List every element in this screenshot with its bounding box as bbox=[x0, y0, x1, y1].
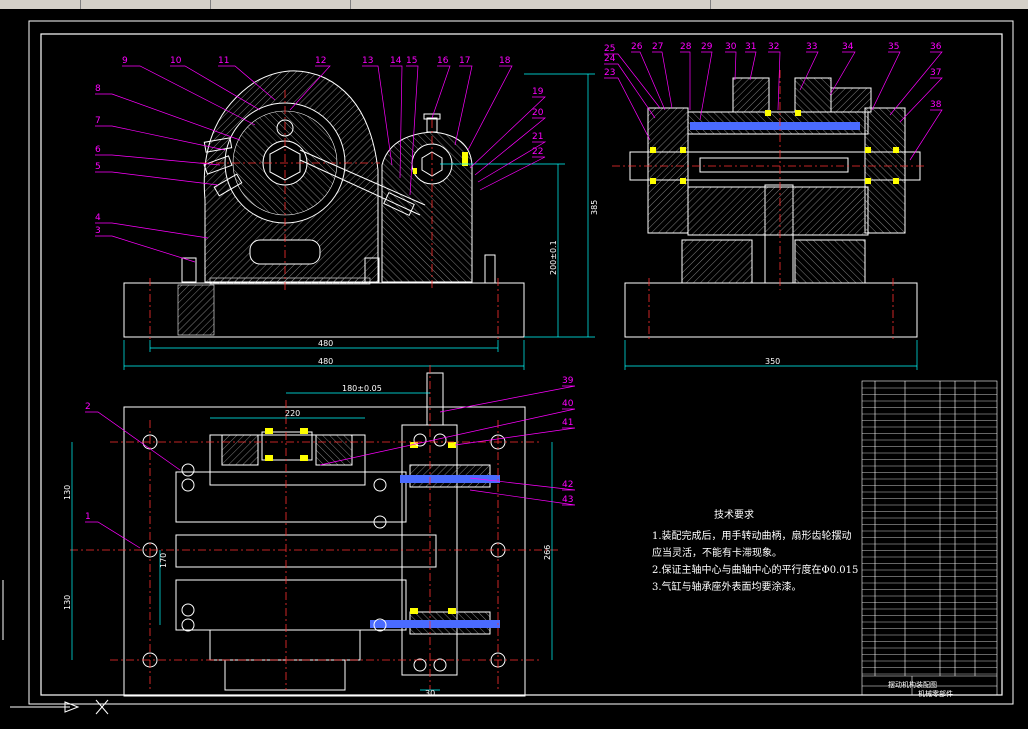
callout-33: 33 bbox=[806, 42, 817, 52]
callout-5: 5 bbox=[95, 162, 101, 172]
side-callout-labels: 23 24 25 26 27 28 29 30 31 32 33 34 35 3… bbox=[604, 42, 942, 110]
callout-3: 3 bbox=[95, 226, 101, 236]
callout-31: 31 bbox=[745, 42, 756, 52]
callout-39: 39 bbox=[562, 376, 574, 386]
callout-40: 40 bbox=[562, 399, 574, 409]
top-callout-labels: 2 1 39 40 41 42 43 bbox=[85, 376, 574, 522]
callout-28: 28 bbox=[680, 42, 692, 52]
callout-26: 26 bbox=[631, 42, 643, 52]
dim-top-30: 30 bbox=[425, 689, 435, 698]
callout-36: 36 bbox=[930, 42, 942, 52]
callout-17: 17 bbox=[459, 56, 470, 66]
dim-top-220: 220 bbox=[285, 409, 300, 418]
callout-13: 13 bbox=[362, 56, 373, 66]
technical-notes: 技术要求 1.装配完成后，用手转动曲柄，扇形齿轮摆动 应当灵活，不能有卡滞现象。… bbox=[652, 508, 858, 597]
toolbar-segment[interactable] bbox=[710, 0, 1028, 9]
side-leaders bbox=[604, 51, 943, 161]
dim-side-width: 350 bbox=[765, 357, 780, 366]
callout-43: 43 bbox=[562, 495, 573, 505]
dim-top-offset: 180±0.05 bbox=[342, 384, 382, 393]
callout-4: 4 bbox=[95, 213, 101, 223]
callout-37: 37 bbox=[930, 68, 941, 78]
front-dimensions bbox=[123, 73, 595, 370]
toolbar-segment[interactable] bbox=[350, 0, 711, 9]
callout-8: 8 bbox=[95, 84, 101, 94]
dim-front-outer: 480 bbox=[318, 357, 333, 366]
callout-2: 2 bbox=[85, 402, 91, 412]
front-leaders bbox=[95, 65, 547, 263]
note-line-2: 应当灵活，不能有卡滞现象。 bbox=[652, 548, 782, 559]
side-dimensions bbox=[624, 340, 918, 370]
toolbar-segment[interactable] bbox=[210, 0, 351, 9]
cad-top-toolbar bbox=[0, 0, 1028, 9]
top-leaders bbox=[85, 385, 576, 549]
callout-34: 34 bbox=[842, 42, 854, 52]
toolbar-segment[interactable] bbox=[80, 0, 211, 9]
callout-23: 23 bbox=[604, 68, 615, 78]
callout-21: 21 bbox=[532, 132, 543, 142]
dim-top-266: 266 bbox=[543, 545, 552, 560]
callout-27: 27 bbox=[652, 42, 663, 52]
front-base-hatch-left bbox=[177, 284, 215, 336]
callout-24: 24 bbox=[604, 54, 616, 64]
callout-6: 6 bbox=[95, 145, 101, 155]
callout-18: 18 bbox=[499, 56, 511, 66]
callout-20: 20 bbox=[532, 108, 544, 118]
callout-30: 30 bbox=[725, 42, 737, 52]
dim-top-170: 170 bbox=[159, 553, 168, 568]
callout-22: 22 bbox=[532, 147, 543, 157]
ucs-icon bbox=[2, 580, 109, 715]
toolbar-segment[interactable] bbox=[0, 0, 81, 9]
title-block-name: 摆动机构装配图 bbox=[888, 681, 937, 689]
dim-top-130b: 130 bbox=[63, 595, 72, 610]
dim-top-130a: 130 bbox=[63, 485, 72, 500]
dim-front-height: 385 bbox=[590, 200, 599, 215]
note-line-3: 2.保证主轴中心与曲轴中心的平行度在Φ0.015 bbox=[652, 565, 859, 576]
title-block bbox=[861, 380, 998, 696]
callout-41: 41 bbox=[562, 418, 573, 428]
callout-25: 25 bbox=[604, 44, 615, 54]
callout-16: 16 bbox=[437, 56, 449, 66]
cad-drawing-canvas[interactable]: 480 480 385 200±0.1 3 4 5 6 7 8 9 10 11 … bbox=[0, 9, 1028, 729]
callout-32: 32 bbox=[768, 42, 779, 52]
front-callout-labels: 3 4 5 6 7 8 9 10 11 12 13 14 15 16 17 18… bbox=[95, 56, 544, 236]
note-line-4: 3.气缸与轴承座外表面均要涂漆。 bbox=[652, 582, 802, 593]
callout-1: 1 bbox=[85, 512, 91, 522]
callout-15: 15 bbox=[406, 56, 417, 66]
top-dimensions bbox=[71, 392, 553, 691]
notes-title: 技术要求 bbox=[714, 510, 754, 521]
callout-38: 38 bbox=[930, 100, 942, 110]
callout-14: 14 bbox=[390, 56, 402, 66]
callout-12: 12 bbox=[315, 56, 326, 66]
note-line-1: 1.装配完成后，用手转动曲柄，扇形齿轮摆动 bbox=[652, 531, 852, 542]
callout-11: 11 bbox=[218, 56, 229, 66]
drawing-outer-border bbox=[28, 20, 1014, 705]
dim-front-inner: 480 bbox=[318, 339, 333, 348]
bom-rows bbox=[862, 387, 997, 675]
title-block-subname: 机械零部件 bbox=[918, 690, 953, 698]
callout-29: 29 bbox=[701, 42, 713, 52]
callout-19: 19 bbox=[532, 87, 544, 97]
callout-10: 10 bbox=[170, 56, 182, 66]
callout-9: 9 bbox=[122, 56, 128, 66]
drawing-inner-border bbox=[40, 33, 1003, 696]
front-view bbox=[123, 70, 525, 340]
side-view bbox=[612, 70, 925, 340]
callout-42: 42 bbox=[562, 480, 573, 490]
callout-35: 35 bbox=[888, 42, 899, 52]
dim-front-center-height: 200±0.1 bbox=[549, 240, 558, 275]
callout-7: 7 bbox=[95, 116, 101, 126]
top-view bbox=[70, 365, 560, 697]
